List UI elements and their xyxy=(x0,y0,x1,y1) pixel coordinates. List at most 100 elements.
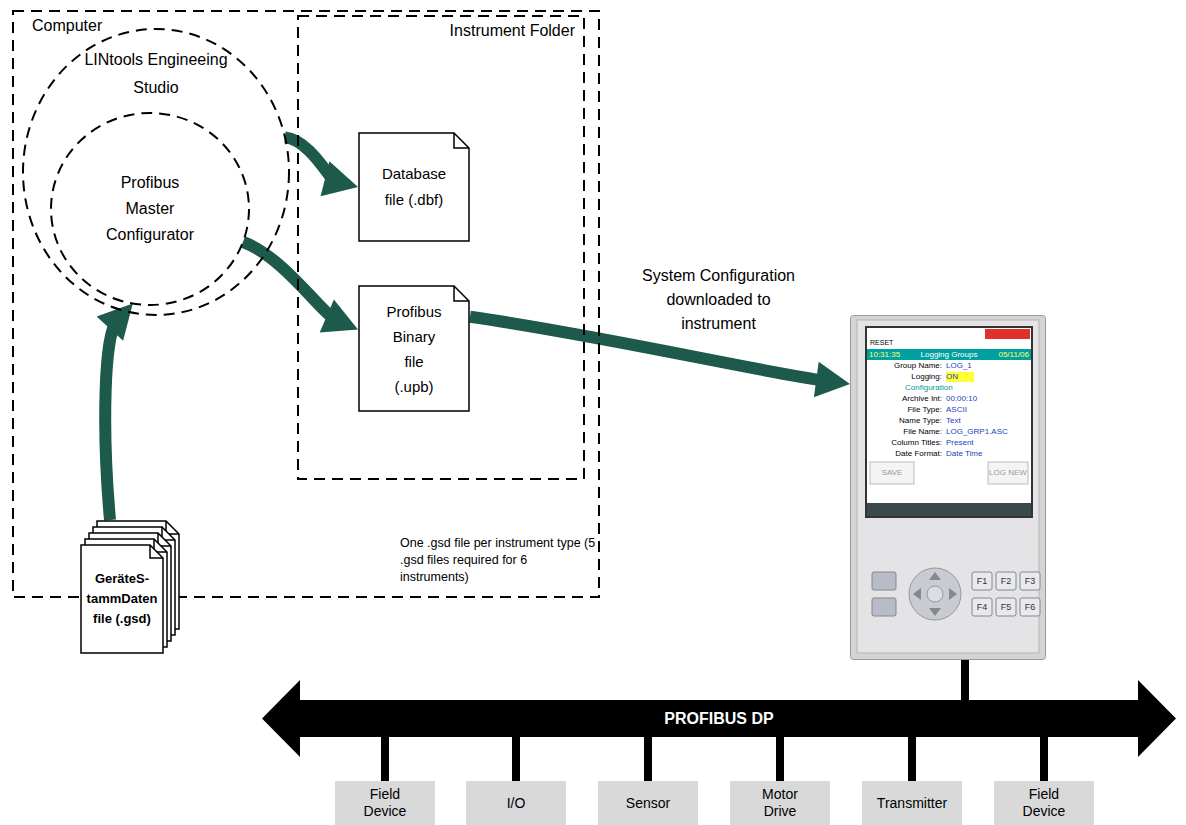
flow-arrow xyxy=(243,242,358,333)
arrow-head xyxy=(97,304,133,341)
screen-text: LOG NEW xyxy=(989,468,1027,478)
file-label: Profibus Binary file (.upb) xyxy=(386,299,441,399)
function-key xyxy=(996,598,1016,616)
software-circle: LINtools Engineeing StudioProfibus Maste… xyxy=(22,28,290,316)
flow-arrow xyxy=(97,304,133,521)
device-box: Motor Drive xyxy=(730,781,830,825)
device-box: I/O xyxy=(466,781,566,825)
screen-text: F1 xyxy=(977,576,988,586)
screen-text: RESET xyxy=(870,338,893,348)
navigation-pad xyxy=(909,568,961,620)
dashed-rect xyxy=(298,16,584,479)
screen-text: 10:31:35 xyxy=(869,350,900,360)
screen-text: F6 xyxy=(1025,602,1036,612)
arrow-shaft xyxy=(105,321,116,520)
document-sheet xyxy=(81,545,163,653)
device-label: Sensor xyxy=(626,795,670,812)
document-sheet xyxy=(359,286,469,411)
screen-text: LOG_GRP1.ASC xyxy=(946,427,1008,437)
file-document: Profibus Binary file (.upb) xyxy=(358,285,470,412)
screen-title-bar xyxy=(867,349,1031,360)
function-key xyxy=(1020,598,1040,616)
screen-text: SAVE xyxy=(882,468,903,478)
screen-text: Text xyxy=(946,416,961,426)
screen-text: Group Name: xyxy=(894,361,942,371)
function-key xyxy=(972,572,992,590)
arrow-head xyxy=(320,300,358,333)
computer-boundary: ComputerLINtools Engineeing StudioProfib… xyxy=(12,10,600,598)
function-key xyxy=(972,598,992,616)
arrow-shaft xyxy=(243,242,336,320)
screen-button xyxy=(870,462,914,484)
device-box: Field Device xyxy=(335,781,435,825)
instrument-screen xyxy=(866,327,1032,517)
document-outline xyxy=(358,132,470,242)
file-label: Database file (.dbf) xyxy=(382,161,446,213)
note-label: One .gsd file per instrument type (5 .gs… xyxy=(400,535,596,586)
hmi-instrument: RESET10:31:35Logging Groups05/11/06Group… xyxy=(850,315,1046,660)
fieldbus-band: PROFIBUS DP xyxy=(300,700,1138,737)
boundary-title: Instrument Folder xyxy=(450,21,575,41)
instrument-frame xyxy=(857,320,1039,653)
screen-text: ASCII xyxy=(946,405,967,415)
bus-drop-line xyxy=(780,737,781,781)
screen-text: F5 xyxy=(1001,602,1012,612)
document-fold xyxy=(454,133,469,148)
nav-arrow xyxy=(929,608,941,616)
bus-label: PROFIBUS DP xyxy=(664,709,773,729)
drop-line xyxy=(644,737,652,781)
circle-label: Profibus Master Configurator xyxy=(106,170,194,248)
file-label: GeräteS- tammDaten file (.gsd) xyxy=(87,569,158,629)
screen-text: Date Time xyxy=(946,449,982,459)
flow-arrow xyxy=(285,137,358,196)
bus-drop-line xyxy=(1044,737,1045,781)
screen-text: Configuration xyxy=(905,383,953,393)
document-stack xyxy=(80,520,180,654)
screen-text: F4 xyxy=(977,602,988,612)
folder-boundary: Instrument FolderDatabase file (.dbf) Pro… xyxy=(297,15,585,480)
screen-text: Present xyxy=(946,438,974,448)
screen-text: ON xyxy=(946,372,974,382)
edge-label: System Configuration downloaded to instr… xyxy=(631,264,806,336)
device-label: Motor Drive xyxy=(762,786,798,820)
drop-line xyxy=(512,737,520,781)
screen-text: Column Titles: xyxy=(891,438,942,448)
device-label: Field Device xyxy=(1023,786,1066,820)
screen-text: F3 xyxy=(1025,576,1036,586)
device-label: I/O xyxy=(507,795,526,812)
document-fold xyxy=(454,286,469,301)
screen-text: Date Format: xyxy=(895,449,942,459)
screen-text: LOG_1 xyxy=(946,361,972,371)
device-box: Field Device xyxy=(994,781,1094,825)
bus-drop-line xyxy=(648,737,649,781)
device-label: Transmitter xyxy=(877,795,947,812)
dashed-circle xyxy=(51,113,249,305)
key-icon xyxy=(872,572,896,590)
dashed-rect xyxy=(13,11,599,597)
dashed-outline xyxy=(22,28,290,316)
function-key xyxy=(996,572,1016,590)
bus-drop-line xyxy=(385,737,386,781)
nav-arrow xyxy=(949,588,957,600)
arrow-head xyxy=(814,362,850,398)
circle-label: LINtools Engineeing Studio xyxy=(81,46,231,102)
device-box: Transmitter xyxy=(862,781,962,825)
screen-button xyxy=(988,462,1028,484)
screen-text: Name Type: xyxy=(899,416,942,426)
drop-line xyxy=(381,737,389,781)
screen-text: Logging Groups xyxy=(921,350,978,360)
instrument-bezel xyxy=(851,316,1046,660)
function-key xyxy=(1020,572,1040,590)
device-label: Field Device xyxy=(364,786,407,820)
screen-text: File Type: xyxy=(907,405,942,415)
drop-line xyxy=(1040,737,1048,781)
screen-status-strip xyxy=(867,503,1031,516)
screen-text: F2 xyxy=(1001,576,1012,586)
key-icon xyxy=(872,598,896,616)
sheet-text-area: GeräteS- tammDaten file (.gsd) xyxy=(80,544,164,654)
bus-drop-line xyxy=(912,737,913,781)
screen-text: File Name: xyxy=(903,427,942,437)
double-arrow-band xyxy=(262,680,1176,757)
screen-alarm-bar xyxy=(985,329,1030,339)
document-fold xyxy=(150,545,163,558)
